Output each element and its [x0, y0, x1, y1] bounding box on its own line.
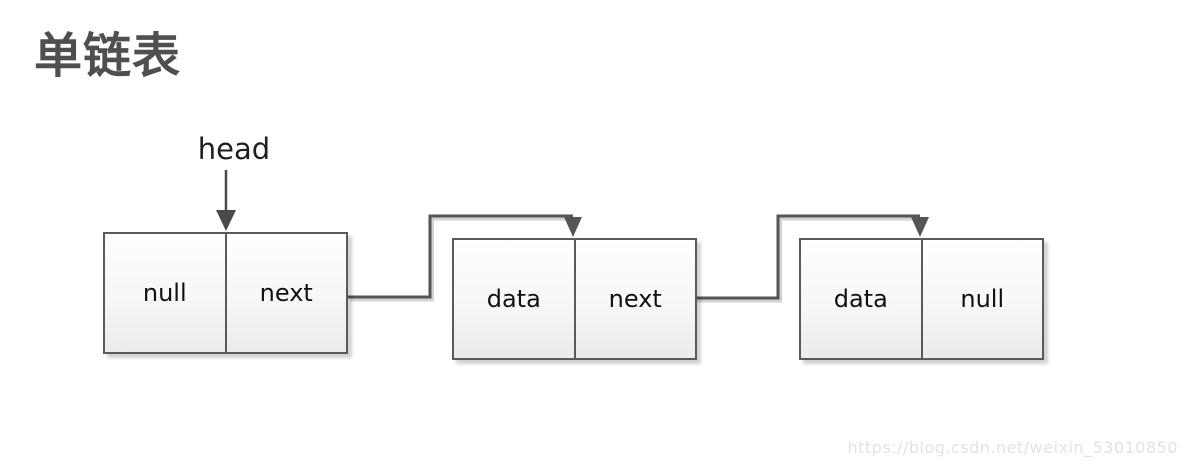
connector2-arrowhead-icon	[911, 217, 929, 237]
list-node-3: data null	[799, 238, 1044, 360]
head-arrow	[216, 170, 236, 231]
watermark: https://blog.csdn.net/weixin_53010850	[847, 438, 1178, 457]
node2-cell-right: next	[608, 285, 662, 313]
node3-cell-right: null	[960, 285, 1005, 313]
connector1-arrowhead-icon	[564, 217, 582, 237]
node1-cell-right: next	[259, 279, 313, 307]
page-title: 单链表	[34, 28, 182, 84]
node1-cell-left: null	[105, 234, 227, 352]
node2-cell-left: data	[454, 240, 576, 358]
node3-cell-left: data	[801, 240, 923, 358]
list-node-1: null next	[103, 232, 348, 354]
head-arrowhead-icon	[216, 210, 236, 231]
list-node-2: data next	[452, 238, 697, 360]
head-pointer-label: head	[197, 132, 271, 166]
